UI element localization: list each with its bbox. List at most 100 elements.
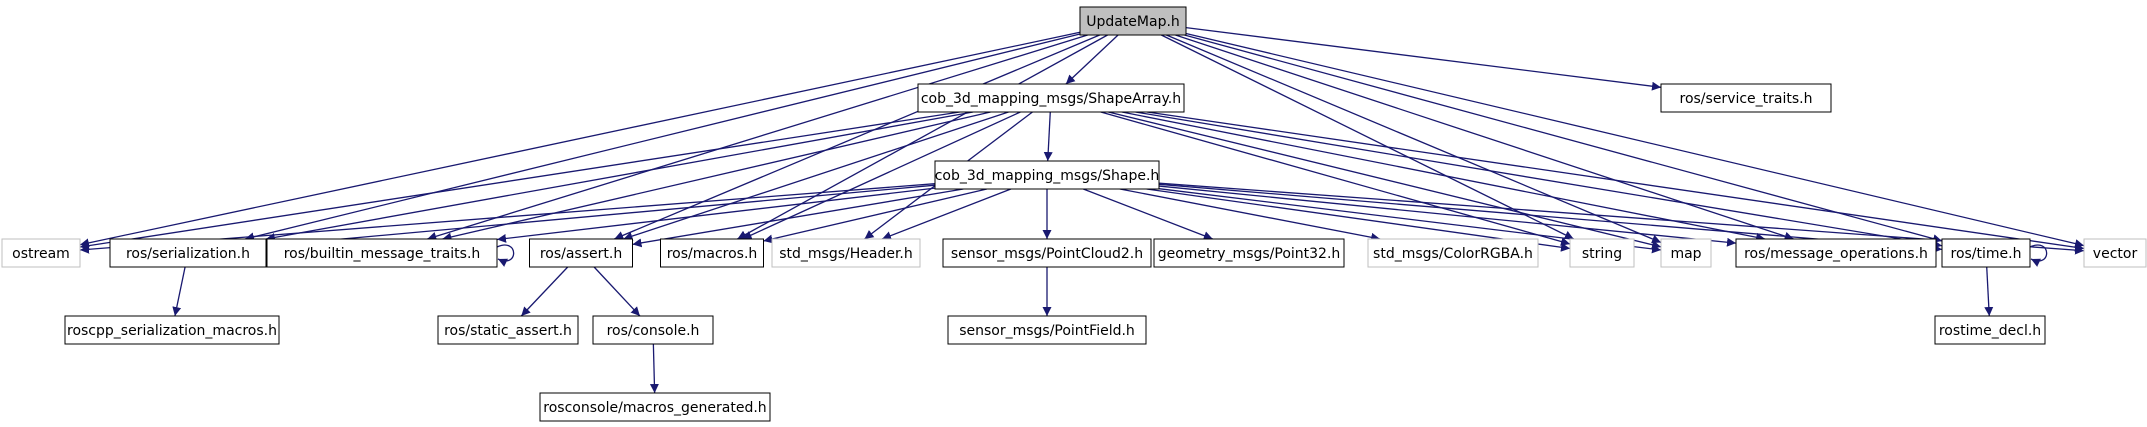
edge-shapearray-to-assert	[623, 111, 1009, 241]
node-macros_generated[interactable]: rosconsole/macros_generated.h	[539, 392, 771, 422]
edge-updatemap-to-serialization	[244, 33, 1081, 242]
node-label-pointfield: sensor_msgs/PointField.h	[959, 323, 1135, 339]
node-label-shapearray: cob_3d_mapping_msgs/ShapeArray.h	[921, 91, 1181, 107]
node-label-console: ros/console.h	[607, 323, 700, 339]
node-string[interactable]: string	[1569, 238, 1635, 268]
edge-updatemap-to-macros	[737, 34, 1108, 240]
node-box-point32[interactable]	[1153, 238, 1345, 268]
node-label-service_traits: ros/service_traits.h	[1680, 91, 1813, 107]
edge-assert-to-console	[593, 266, 641, 317]
node-service_traits[interactable]: ros/service_traits.h	[1660, 83, 1832, 113]
node-point32[interactable]: geometry_msgs/Point32.h	[1153, 238, 1345, 268]
edge-assert-to-static_assert	[520, 266, 569, 317]
node-label-static_assert: ros/static_assert.h	[444, 323, 572, 339]
edge-serialization-to-serialization_macros	[172, 266, 186, 317]
node-assert[interactable]: ros/assert.h	[529, 238, 633, 268]
node-label-std_header: std_msgs/Header.h	[779, 246, 913, 262]
node-shape[interactable]: cob_3d_mapping_msgs/Shape.h	[934, 160, 1160, 190]
edge-time-to-time	[2029, 244, 2048, 267]
node-updatemap[interactable]: UpdateMap.h	[1079, 6, 1187, 36]
node-box-static_assert[interactable]	[437, 315, 579, 345]
node-box-map[interactable]	[1660, 238, 1712, 268]
edge-builtin_traits-to-builtin_traits	[496, 244, 515, 267]
node-box-message_operations[interactable]	[1735, 238, 1937, 268]
edge-shape-to-assert	[632, 188, 964, 248]
edge-updatemap-to-message_operations	[1175, 34, 1794, 241]
node-label-pointcloud2: sensor_msgs/PointCloud2.h	[951, 246, 1143, 262]
node-label-ostream: ostream	[12, 246, 70, 262]
edge-updatemap-to-shapearray	[1065, 34, 1119, 85]
node-box-serialization_macros[interactable]	[64, 315, 280, 345]
edge-updatemap-to-builtin_traits	[427, 34, 1088, 241]
edge-shapearray-to-serialization	[265, 111, 974, 242]
node-box-macros_generated[interactable]	[539, 392, 771, 422]
node-label-assert: ros/assert.h	[540, 246, 622, 262]
node-static_assert[interactable]: ros/static_assert.h	[437, 315, 579, 345]
node-box-updatemap[interactable]	[1079, 6, 1187, 36]
node-label-map: map	[1670, 246, 1701, 262]
node-box-pointfield[interactable]	[947, 315, 1147, 345]
edge-updatemap-to-map	[1166, 34, 1662, 244]
node-message_operations[interactable]: ros/message_operations.h	[1735, 238, 1937, 268]
edge-shape-to-point32	[1083, 188, 1213, 240]
node-label-shape: cob_3d_mapping_msgs/Shape.h	[935, 168, 1160, 184]
edge-shape-to-serialization	[265, 184, 936, 250]
node-builtin_traits[interactable]: ros/builtin_message_traits.h	[266, 238, 498, 268]
node-box-shapearray[interactable]	[917, 83, 1185, 113]
edge-console-to-macros_generated	[649, 343, 659, 394]
node-box-time[interactable]	[1941, 238, 2031, 268]
node-label-rostime_decl: rostime_decl.h	[1939, 323, 2041, 339]
edge-shapearray-to-vector	[1147, 111, 2085, 252]
edge-shape-to-message_operations	[1158, 185, 1737, 247]
node-box-macros[interactable]	[660, 238, 764, 268]
node-label-string: string	[1582, 246, 1622, 262]
node-box-pointcloud2[interactable]	[942, 238, 1152, 268]
node-box-string[interactable]	[1569, 238, 1635, 268]
node-colorrgba[interactable]: std_msgs/ColorRGBA.h	[1367, 238, 1539, 268]
node-label-message_operations: ros/message_operations.h	[1744, 246, 1928, 262]
node-std_header[interactable]: std_msgs/Header.h	[771, 238, 921, 268]
node-box-std_header[interactable]	[771, 238, 921, 268]
node-box-shape[interactable]	[934, 160, 1160, 190]
node-map[interactable]: map	[1660, 238, 1712, 268]
edge-shapearray-to-map	[1108, 111, 1662, 250]
edge-updatemap-to-string	[1161, 34, 1574, 240]
node-box-vector[interactable]	[2083, 238, 2147, 268]
node-box-assert[interactable]	[529, 238, 633, 268]
edge-updatemap-to-service_traits	[1185, 27, 1662, 91]
node-layer: UpdateMap.h cob_3d_mapping_msgs/ShapeArra…	[1, 6, 2147, 422]
node-serialization_macros[interactable]: roscpp_serialization_macros.h	[64, 315, 280, 345]
node-vector[interactable]: vector	[2083, 238, 2147, 268]
node-pointcloud2[interactable]: sensor_msgs/PointCloud2.h	[942, 238, 1152, 268]
edge-shapearray-to-builtin_traits	[442, 111, 991, 242]
edge-shapearray-to-string	[1100, 111, 1571, 246]
node-label-point32: geometry_msgs/Point32.h	[1158, 246, 1341, 262]
edge-updatemap-to-ostream	[79, 31, 1081, 248]
node-rostime_decl[interactable]: rostime_decl.h	[1934, 315, 2046, 345]
node-label-updatemap: UpdateMap.h	[1086, 14, 1180, 30]
node-pointfield[interactable]: sensor_msgs/PointField.h	[947, 315, 1147, 345]
edge-updatemap-to-assert	[614, 34, 1100, 240]
edge-shape-to-std_header	[881, 188, 1012, 240]
edge-shapearray-to-time	[1135, 111, 1943, 249]
node-box-ostream[interactable]	[1, 238, 81, 268]
node-time[interactable]: ros/time.h	[1941, 238, 2031, 268]
node-shapearray[interactable]: cob_3d_mapping_msgs/ShapeArray.h	[917, 83, 1185, 113]
node-ostream[interactable]: ostream	[1, 238, 81, 268]
node-label-colorrgba: std_msgs/ColorRGBA.h	[1373, 246, 1533, 262]
node-box-rostime_decl[interactable]	[1934, 315, 2046, 345]
edge-shapearray-to-shape	[1043, 111, 1053, 162]
node-box-service_traits[interactable]	[1660, 83, 1832, 113]
node-label-builtin_traits: ros/builtin_message_traits.h	[284, 246, 481, 262]
node-macros[interactable]: ros/macros.h	[660, 238, 764, 268]
node-box-colorrgba[interactable]	[1367, 238, 1539, 268]
node-box-serialization[interactable]	[109, 238, 267, 268]
node-box-console[interactable]	[592, 315, 714, 345]
edge-updatemap-to-vector	[1185, 32, 2085, 248]
node-console[interactable]: ros/console.h	[592, 315, 714, 345]
node-box-builtin_traits[interactable]	[266, 238, 498, 268]
node-serialization[interactable]: ros/serialization.h	[109, 238, 267, 268]
node-label-time: ros/time.h	[1951, 246, 2022, 262]
edge-shapearray-to-ostream	[79, 111, 960, 251]
